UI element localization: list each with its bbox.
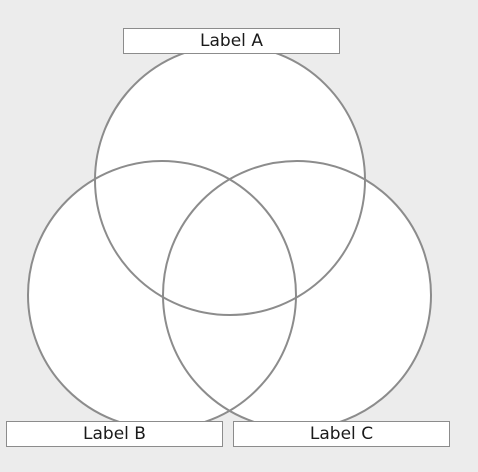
label-a: Label A bbox=[123, 28, 340, 54]
label-c: Label C bbox=[233, 421, 450, 447]
label-b: Label B bbox=[6, 421, 223, 447]
